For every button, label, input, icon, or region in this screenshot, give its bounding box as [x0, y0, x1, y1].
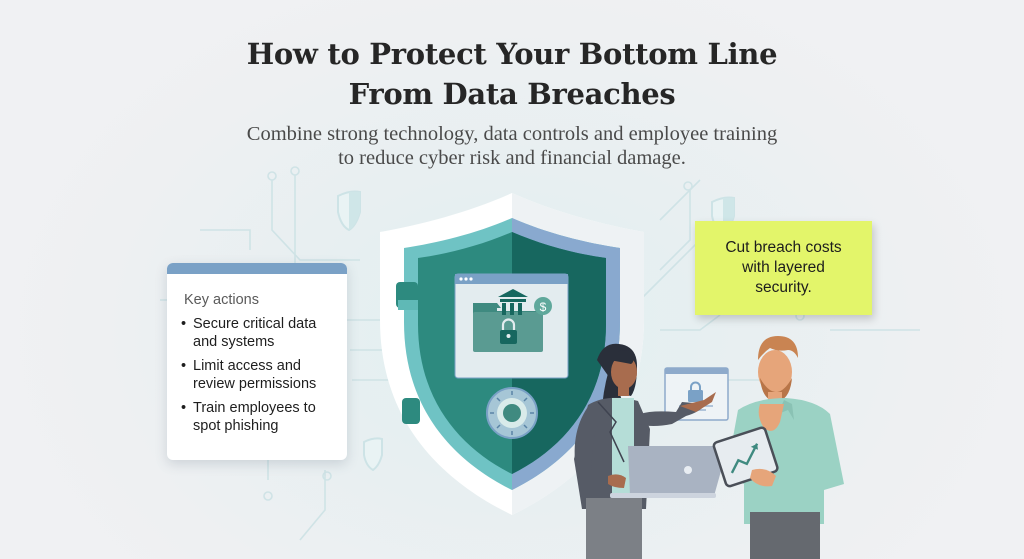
key-actions-heading: Key actions	[184, 292, 259, 308]
woman-with-laptop	[574, 343, 728, 559]
key-actions-list: • Secure critical data and systems • Lim…	[181, 315, 346, 441]
page-subtitle: Combine strong technology, data controls…	[0, 122, 1024, 170]
card-header-bar	[167, 263, 347, 274]
title-line-1: How to Protect Your Bottom Line	[246, 37, 778, 71]
sticky-note-line: with layered	[742, 259, 825, 276]
list-item-text: spot phishing	[193, 418, 279, 434]
small-shield-icon	[363, 437, 383, 472]
subtitle-line-1: Combine strong technology, data controls…	[246, 123, 778, 145]
small-shield-icon	[337, 190, 361, 232]
vault-dial-icon	[486, 387, 538, 439]
page-title: How to Protect Your Bottom Line From Dat…	[0, 34, 1024, 114]
list-item: • Limit access and review permissions	[181, 357, 346, 393]
list-item-text: review permissions	[193, 376, 317, 392]
list-item-text: Limit access and	[193, 358, 301, 374]
list-item-text: Secure critical data	[193, 316, 317, 332]
sticky-note-line: security.	[755, 279, 812, 296]
sticky-note: Cut breach costs with layered security.	[695, 221, 872, 315]
bullet-icon: •	[181, 358, 187, 374]
man-with-tablet	[712, 336, 844, 559]
list-item: • Secure critical data and systems	[181, 315, 346, 351]
dollar-icon: $	[540, 300, 547, 314]
secure-data-window-icon: $	[454, 273, 569, 379]
title-line-2: From Data Breaches	[348, 77, 676, 111]
list-item-text: and systems	[193, 334, 275, 350]
bullet-icon: •	[181, 400, 187, 416]
key-actions-card: Key actions • Secure critical data and s…	[167, 263, 347, 460]
list-item: • Train employees to spot phishing	[181, 399, 346, 435]
list-item-text: Train employees to	[193, 400, 316, 416]
sticky-note-line: Cut breach costs	[725, 239, 842, 256]
subtitle-line-2: to reduce cyber risk and financial damag…	[338, 147, 686, 169]
bullet-icon: •	[181, 316, 187, 332]
